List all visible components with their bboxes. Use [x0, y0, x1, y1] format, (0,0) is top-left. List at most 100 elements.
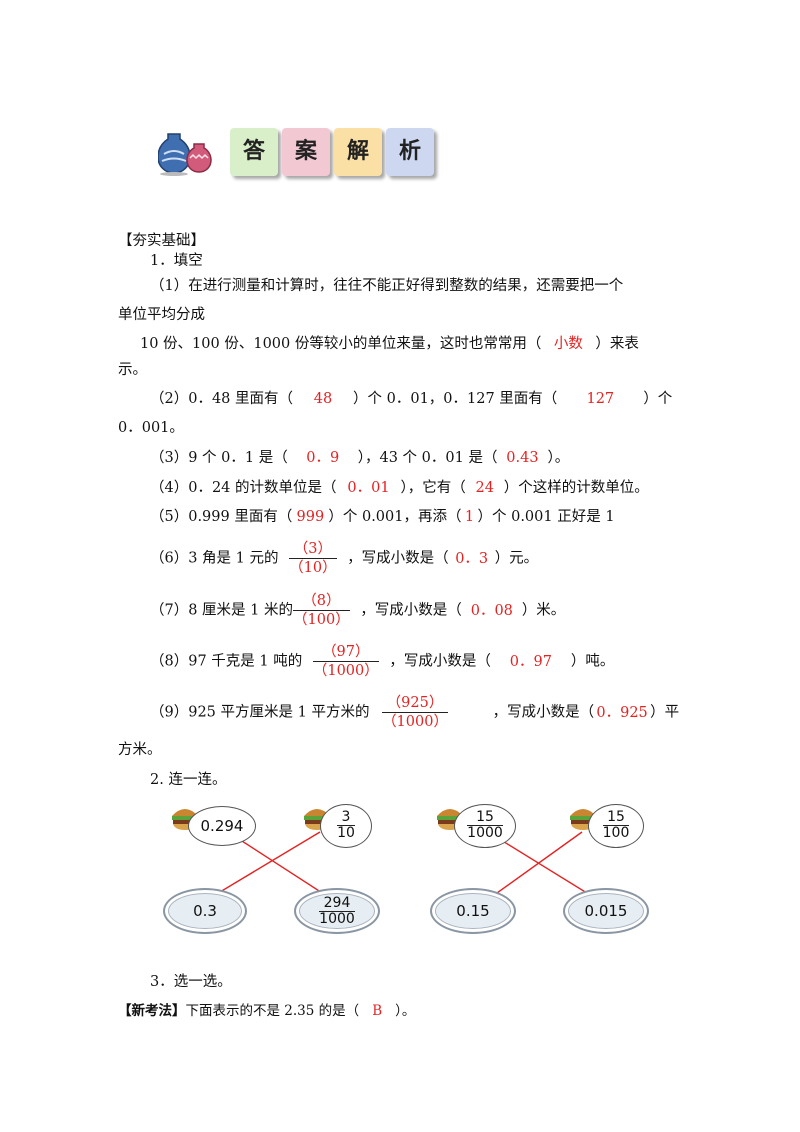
q1-p8: （8）97 千克是 1 吨的 （97）（1000） ，写成小数是（ 0．97 ）吨。 — [150, 643, 614, 680]
q2-title: 2. 连一连。 — [150, 772, 227, 788]
text: ）吨。 — [570, 653, 615, 670]
text: ）个 — [643, 391, 673, 407]
fraction-numerator: （925） — [382, 694, 448, 713]
q1-p1-line1: （1）在进行测量和计算时，往往不能正好得到整数的结果，还需要把一个 — [150, 278, 624, 294]
bottom-option-3[interactable]: 0.15 — [430, 888, 516, 934]
text: ）米。 — [521, 602, 566, 619]
fraction: （3）（10） — [289, 540, 337, 577]
answer: 0．01 — [347, 480, 390, 496]
bottom-option-1[interactable]: 0.3 — [163, 888, 247, 934]
answer: 0．9 — [306, 450, 340, 466]
fraction-denominator: （10） — [289, 560, 337, 576]
match-line — [487, 831, 596, 899]
q3-question: 【新考法】下面表示的不是 2.35 的是（ B ）。 — [118, 1001, 415, 1021]
text: ）来表 — [595, 336, 639, 352]
q1-title: 1．填空 — [150, 253, 203, 269]
q1-p1-line3: 10 份、100 份、1000 份等较小的单位来量，这时也常常用（ 小数 ）来表 — [140, 334, 639, 354]
numerator: 294 — [319, 896, 355, 912]
text: （8）97 千克是 1 吨的 — [150, 653, 303, 670]
q1-p1-line2: 单位平均分成 — [118, 307, 205, 323]
fraction: （925）（1000） — [382, 694, 448, 731]
new-method-tag: 【新考法】 — [118, 1003, 186, 1019]
text: （4）0．24 的计数单位是（ — [150, 480, 337, 496]
answer: 1 — [464, 509, 475, 525]
text: （5）0.999 里面有（ — [150, 509, 293, 525]
answer: 0．97 — [509, 653, 552, 670]
answer: B — [372, 1003, 383, 1019]
answer: 999 — [296, 509, 325, 525]
q1-p2-line2: 0．001。 — [118, 420, 184, 436]
vase-icon — [157, 130, 214, 176]
q1-p5: （5）0.999 里面有（999）个 0.001，再添（1）个 0.001 正好… — [150, 507, 615, 527]
header-tile-2: 案 — [282, 128, 330, 176]
text: ，写成小数是（ — [389, 653, 491, 670]
answer: 0．08 — [470, 602, 513, 619]
text: ），43 个 0．01 是（ — [357, 450, 498, 466]
text: ，写成小数是（ — [492, 704, 595, 721]
text: ）个 0.001，再添（ — [328, 509, 462, 525]
text: ，写成小数是（ — [360, 602, 462, 619]
denominator: 10 — [337, 825, 355, 841]
text: （2）0．48 里面有（ — [150, 391, 294, 407]
text: ）。 — [547, 450, 570, 466]
denominator: 100 — [602, 825, 630, 841]
fraction-denominator: （1000） — [382, 714, 448, 730]
answer: 127 — [586, 391, 615, 407]
section-heading: 【夯实基础】 — [118, 233, 205, 249]
top-option-1[interactable]: 0.294 — [188, 806, 256, 846]
text: 下面表示的不是 2.35 的是（ — [185, 1003, 360, 1019]
fraction-numerator: （3） — [289, 540, 337, 559]
header-tile-4: 析 — [386, 128, 434, 176]
matching-lines — [209, 831, 596, 899]
fraction-denominator: （100） — [293, 612, 350, 628]
q3-title: 3．选一选。 — [150, 974, 232, 990]
denominator: 1000 — [319, 911, 355, 927]
answer: 24 — [475, 480, 494, 496]
answer: 小数 — [553, 336, 583, 352]
q1-p7: （7）8 厘米是 1 米的（8）（100） ，写成小数是（ 0．08 ）米。 — [150, 592, 565, 629]
answer: 0．3 — [455, 550, 489, 567]
text: 10 份、100 份、1000 份等较小的单位来量，这时也常常用（ — [140, 336, 542, 352]
text: ）个 0.001 正好是 1 — [477, 509, 615, 525]
numerator: 3 — [337, 810, 355, 826]
q1-p9-line2: 方米。 — [118, 742, 162, 758]
text: ，写成小数是（ — [347, 550, 449, 567]
match-line — [209, 831, 321, 899]
q1-p1-line4: 示。 — [118, 362, 147, 378]
numerator: 15 — [467, 810, 503, 826]
text: ）平 — [650, 704, 680, 721]
answer: 48 — [313, 391, 333, 407]
fraction-numerator: （97） — [312, 643, 379, 662]
answer: 0．925 — [596, 704, 648, 721]
q1-p3: （3）9 个 0．1 是（ 0．9 ），43 个 0．01 是（ 0.43 ）。 — [150, 448, 569, 468]
text: ）个 0．01，0．127 里面有（ — [353, 391, 558, 407]
match-line — [489, 831, 583, 899]
denominator: 1000 — [467, 825, 503, 841]
numerator: 15 — [602, 810, 630, 826]
text: （6）3 角是 1 元的 — [150, 550, 279, 567]
fraction-numerator: （8） — [293, 592, 350, 611]
q1-p2-line1: （2）0．48 里面有（ 48 ）个 0．01，0．127 里面有（ 127 ）个 — [150, 389, 672, 409]
fraction: （8）（100） — [293, 592, 350, 629]
bottom-option-4[interactable]: 0.015 — [563, 888, 649, 934]
q1-p4: （4）0．24 的计数单位是（ 0．01 ），它有（ 24 ）个这样的计数单位。 — [150, 478, 649, 498]
header-tile-1: 答 — [230, 128, 278, 176]
header-tile-3: 解 — [334, 128, 382, 176]
text: （3）9 个 0．1 是（ — [150, 450, 288, 466]
text: （7）8 厘米是 1 米的 — [150, 602, 294, 619]
q1-p6: （6）3 角是 1 元的 （3）（10） ，写成小数是（ 0．3 ）元。 — [150, 540, 538, 577]
text: ）元。 — [494, 550, 539, 567]
q1-p9: （9）925 平方厘米是 1 平方米的 （925）（1000） ，写成小数是（0… — [150, 694, 679, 731]
answer: 0.43 — [506, 450, 539, 466]
text: （9）925 平方厘米是 1 平方米的 — [150, 704, 370, 721]
text: ）个这样的计数单位。 — [503, 480, 649, 496]
text: ）。 — [395, 1003, 416, 1019]
fraction-denominator: （1000） — [312, 663, 379, 679]
match-line — [227, 831, 331, 899]
fraction: （97）（1000） — [312, 643, 379, 680]
text: ），它有（ — [400, 480, 466, 496]
